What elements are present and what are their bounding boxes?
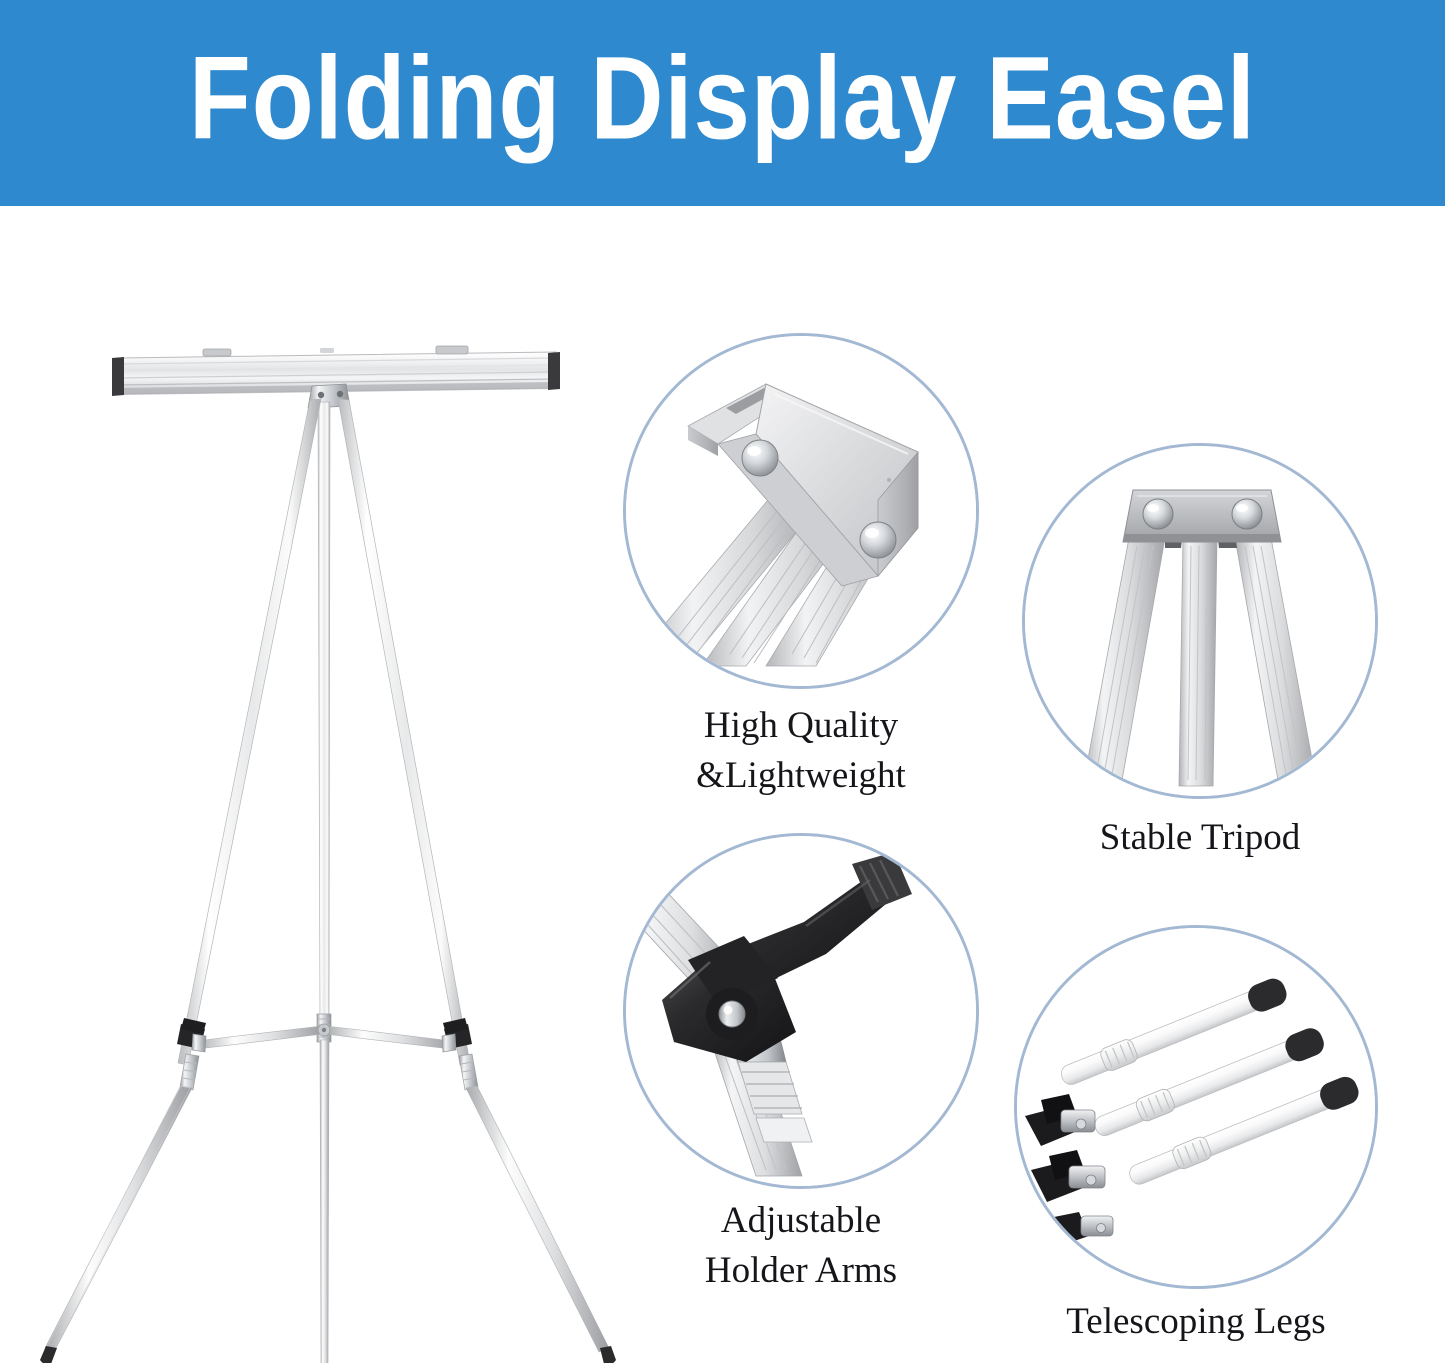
crossbar-end-cap-right [548, 352, 560, 390]
telescoping-leg-1 [1060, 978, 1287, 1085]
feature-circle-4 [1014, 925, 1378, 1289]
feature-circle-3 [623, 833, 979, 1189]
telescoping-legs-hinge-hardware [1025, 1094, 1114, 1248]
feature-label-1: High Quality &Lightweight [696, 705, 906, 796]
header-banner: Folding Display Easel [0, 0, 1445, 206]
tripod-head-photo-icon [1025, 446, 1375, 796]
crossbar-tab-left [202, 348, 232, 357]
feature-circle-2 [1022, 443, 1378, 799]
telescoping-leg-3 [1129, 1076, 1359, 1185]
left-leg-foot [40, 1346, 57, 1363]
product-image-easel [0, 206, 620, 1363]
right-leg-foot [600, 1346, 616, 1363]
crossbar-end-cap-left [112, 357, 124, 396]
feature-circle-1 [623, 333, 979, 689]
page-title-text: Folding Display Easel [189, 32, 1256, 165]
feature-label-2: Stable Tripod [1099, 817, 1301, 858]
feature-label-3: Adjustable Holder Arms [704, 1200, 898, 1291]
telescoping-legs-photo-icon [1017, 928, 1375, 1286]
feature-label-4: Telescoping Legs [1066, 1301, 1326, 1342]
bracket-detail-photo-icon [626, 336, 976, 686]
easel-illustration [0, 206, 620, 1363]
crossbar-tab-center [320, 348, 334, 353]
tripod-head-screws [1142, 498, 1263, 530]
telescoping-leg-2 [1094, 1028, 1324, 1137]
bracket-screws [741, 439, 897, 559]
holder-arm-clamp-photo-icon [626, 836, 976, 1186]
holder-arm-clamp-body [662, 852, 912, 1062]
page-title: Folding Display Easel [0, 32, 1445, 165]
easel-support-brace [191, 1023, 457, 1053]
crossbar-tab-right [435, 345, 469, 355]
